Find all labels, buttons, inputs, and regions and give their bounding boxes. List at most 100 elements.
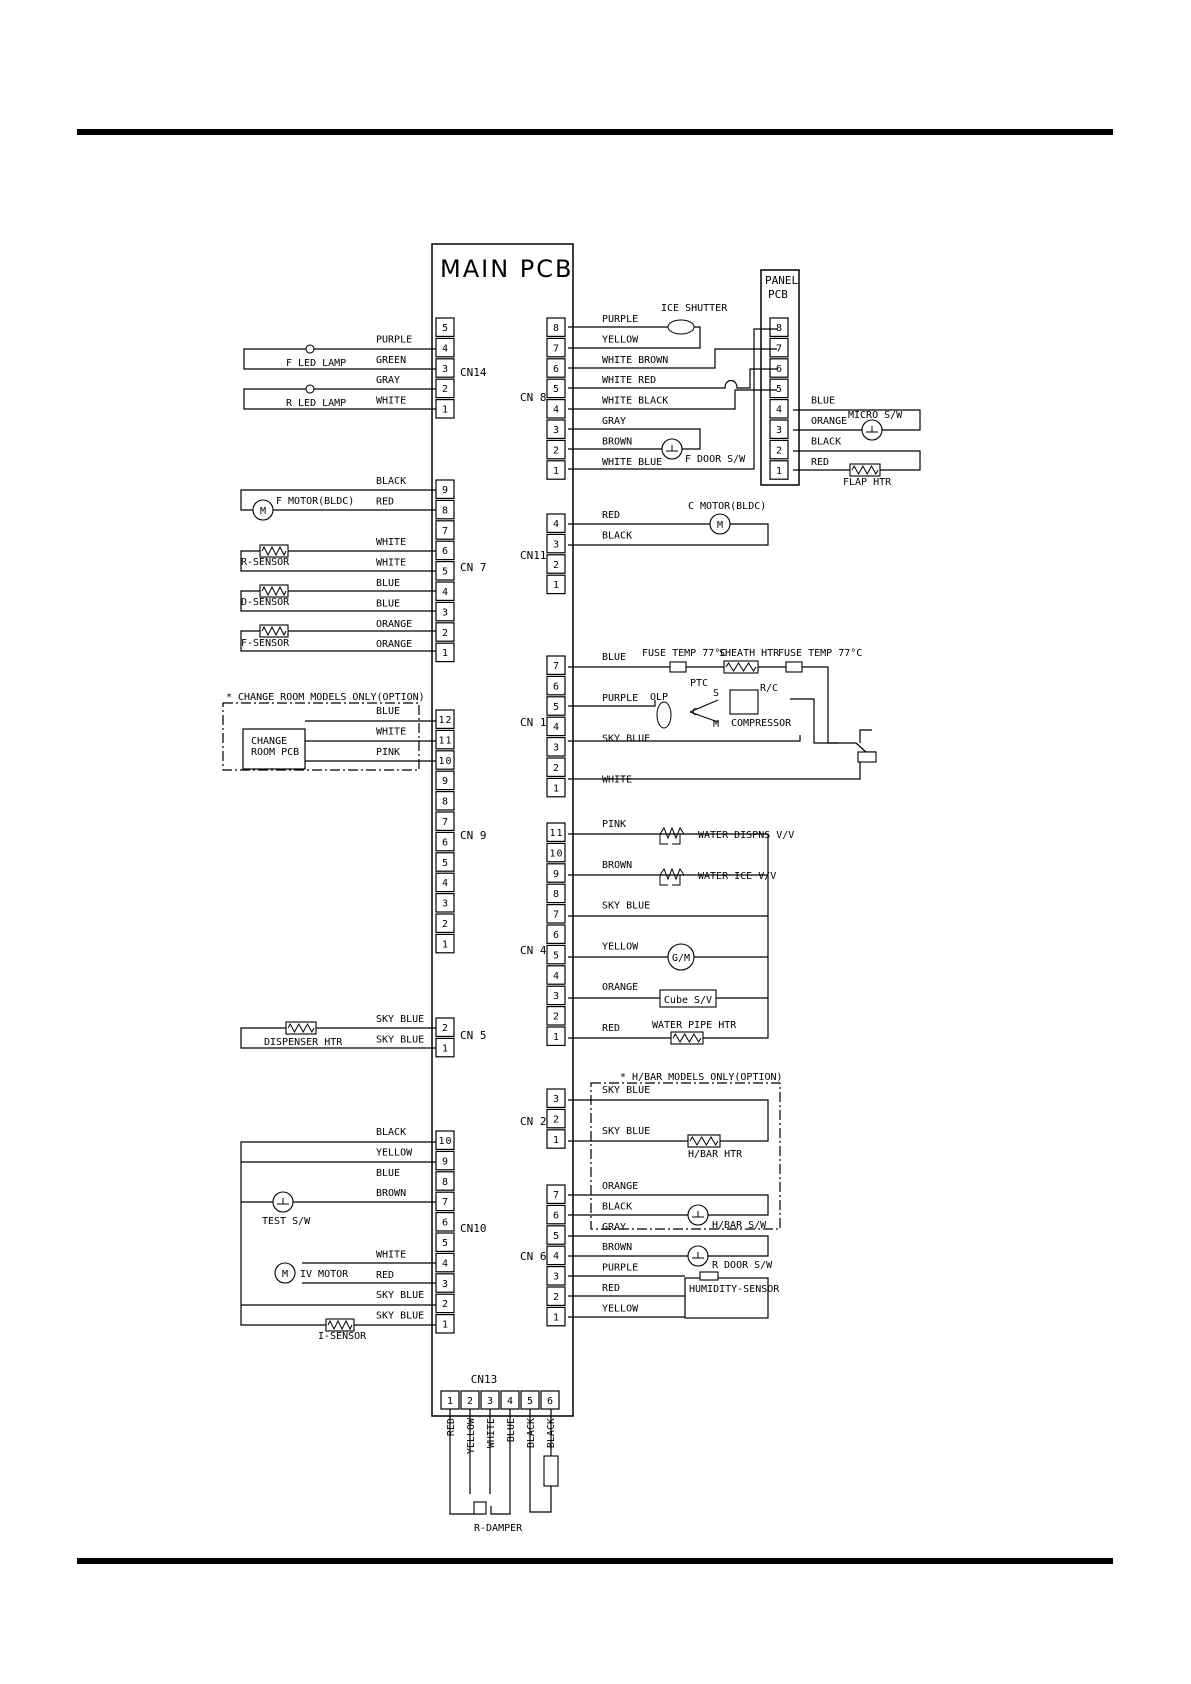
water-ice-vv-icon — [659, 867, 685, 886]
pin-number: 3 — [442, 607, 448, 618]
pin-number: 3 — [487, 1396, 493, 1407]
pin-cn4-8 — [546, 883, 566, 904]
wire-color-label: YELLOW — [376, 1147, 413, 1158]
dispenser-htr-icon — [287, 1022, 315, 1034]
wires — [222, 326, 921, 1515]
pin-cn14-5 — [435, 317, 455, 337]
cn13-heater-icon — [543, 1455, 559, 1487]
wire-color-label: WHITE — [376, 726, 406, 737]
compressor-m-label: M — [713, 719, 719, 730]
f-motor-loop — [240, 489, 436, 511]
pin-number: 8 — [442, 797, 448, 808]
pin-number: 10 — [439, 1136, 452, 1147]
wire-color-label: SKY BLUE — [376, 1034, 424, 1045]
f-led-lamp-loop — [243, 348, 436, 370]
hbar-note: * H/BAR MODELS ONLY(OPTION) — [620, 1072, 783, 1083]
cube-sv-label: Cube S/V — [664, 995, 712, 1006]
pin-cn7-2 — [435, 622, 455, 642]
pin-cn9-6 — [435, 831, 455, 852]
wire-color-label: BLACK — [811, 436, 841, 447]
wire-color-label: WHITE RED — [602, 375, 656, 386]
pin-number: 3 — [442, 364, 448, 375]
dispenser-htr-label: DISPENSER HTR — [264, 1037, 343, 1048]
water-pipe-htr-label: WATER PIPE HTR — [652, 1020, 737, 1031]
pin-cn4-3 — [546, 985, 566, 1006]
main-pcb-outline — [431, 243, 574, 1417]
pin-number: 6 — [553, 930, 559, 941]
wire-color-label: PINK — [376, 747, 400, 758]
pin-number: 1 — [442, 405, 448, 416]
connector-label-cn11: CN11 — [520, 549, 547, 562]
wire-color-label: SKY BLUE — [602, 1085, 650, 1096]
r-sensor-icon — [261, 545, 287, 557]
sheath-htr-icon — [725, 662, 757, 672]
pin-cn1-5 — [546, 696, 566, 716]
pin-panel-8 — [769, 317, 789, 337]
pin-number: 3 — [442, 1279, 448, 1290]
r-sensor-label: R-SENSOR — [241, 557, 290, 568]
pin-number: 3 — [553, 743, 559, 754]
compressor-icon — [729, 689, 759, 715]
f-led-lamp-icon — [305, 344, 315, 354]
pin-cn9-11 — [435, 729, 455, 750]
pin-number: 4 — [507, 1396, 513, 1407]
hbar-sw-label: H/BAR S/W — [712, 1220, 767, 1231]
i-sensor-icon — [327, 1319, 353, 1331]
pin-number: 2 — [553, 1012, 559, 1023]
ice-shutter-icon — [667, 319, 695, 335]
wire-color-label: GREEN — [376, 355, 406, 366]
wire-color-label: BLACK — [546, 1418, 557, 1448]
f-door-sw-icon-contact — [666, 445, 678, 452]
f-door-sw-label: F DOOR S/W — [685, 454, 746, 465]
iv-motor-icon — [274, 1262, 296, 1284]
wire-color-label: ORANGE — [602, 1181, 638, 1192]
pin-number: 5 — [776, 384, 782, 395]
pin-number: 1 — [553, 466, 559, 477]
pin-number: 11 — [550, 828, 563, 839]
i-sensor-label: I-SENSOR — [318, 1331, 367, 1342]
pin-number: 7 — [442, 1197, 448, 1208]
pin-number: 4 — [442, 343, 448, 354]
connector-label-cn14: CN14 — [460, 366, 487, 379]
pin-cn1-7 — [546, 655, 566, 675]
pin-cn6-1 — [546, 1306, 566, 1327]
pin-panel-1 — [769, 460, 789, 480]
f-door-sw-loop — [568, 428, 701, 450]
pin-number: 2 — [776, 445, 782, 456]
r-damper-icon — [473, 1501, 487, 1515]
wire-cn8-4 — [568, 389, 777, 410]
wire-color-label: YELLOW — [466, 1417, 477, 1454]
r-door-sw-loop — [568, 1235, 769, 1257]
panel-pcb-title-line1: PANEL — [765, 274, 798, 287]
pin-cn8-7 — [546, 337, 566, 358]
connector-label-cn1: CN 1 — [520, 716, 547, 729]
pin-number: 8 — [776, 323, 782, 334]
components: MMM — [252, 319, 883, 1515]
pin-number: 2 — [442, 384, 448, 395]
r-sensor-loop — [240, 550, 436, 572]
pin-number: 1 — [776, 466, 782, 477]
connector-cn5: 21 — [435, 1017, 455, 1058]
connector-label-cn5: CN 5 — [460, 1029, 487, 1042]
pin-cn10-7 — [435, 1191, 455, 1212]
pin-cn11-3 — [546, 533, 566, 554]
pin-cn4-2 — [546, 1005, 566, 1026]
pin-number: 5 — [527, 1396, 533, 1407]
wire-color-label: BLACK — [602, 1201, 632, 1212]
pin-number: 8 — [553, 889, 559, 900]
wire-color-label: RED — [811, 457, 829, 468]
c-motor-icon — [709, 513, 731, 535]
f-motor-label: F MOTOR(BLDC) — [276, 496, 354, 507]
wire-cn8-5 — [568, 368, 777, 389]
wire-color-label: SKY BLUE — [602, 734, 650, 745]
pin-cn4-4 — [546, 965, 566, 985]
wire-color-label: BLUE — [506, 1418, 517, 1442]
hbar-htr-icon — [689, 1136, 719, 1146]
pin-number: 8 — [442, 505, 448, 516]
pin-number: 2 — [467, 1396, 473, 1407]
connector-label-cn13: CN13 — [471, 1373, 498, 1386]
wire-color-label: YELLOW — [602, 1303, 639, 1314]
